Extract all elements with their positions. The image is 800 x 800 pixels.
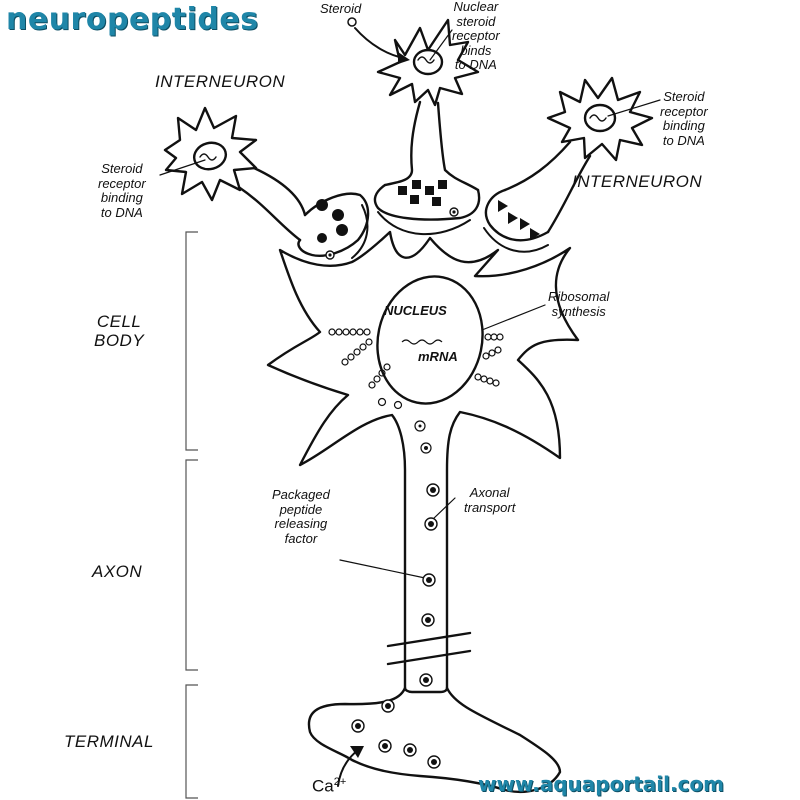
label-axonal-transport: Axonal transport [464,485,516,515]
cell-body-outline [266,230,580,694]
label-packaged-peptide: Packaged peptide releasing factor [272,487,330,546]
right-nucleus [583,103,617,133]
bracket-terminal [185,684,198,799]
right-interneuron-outline [546,76,654,162]
right-axon [503,140,592,234]
label-nuclear-receptor: Nuclear steroid receptor binds to DNA [452,0,500,73]
section-cell-body: CELL BODY [94,312,145,351]
top-synaptic-bouton [373,183,481,221]
top-axon [383,100,480,192]
top-interneuron-outline [376,18,480,107]
section-terminal: TERMINAL [64,732,154,751]
left-synaptic-bouton [297,192,370,257]
label-right-receptor: Steroid receptor binding to DNA [660,89,708,148]
bracket-cell-body [185,231,198,451]
label-left-receptor: Steroid receptor binding to DNA [98,161,146,220]
left-nucleus [192,141,228,171]
label-interneuron-right: INTERNEURON [572,172,703,191]
axon-break-top [386,631,472,648]
label-steroid: Steroid [320,1,362,16]
label-nucleus: NUCLEUS [384,303,447,318]
steroid-molecule [347,17,357,27]
label-calcium: Ca2+ [312,776,347,796]
nucleus-outline [376,275,484,405]
label-ribosomal-synthesis: Ribosomal synthesis [548,289,610,319]
label-interneuron-left: INTERNEURON [155,72,286,91]
left-axon [238,166,307,242]
mrna-squiggle [401,339,443,345]
label-mrna: mRNA [418,349,458,364]
section-axon: AXON [92,562,143,581]
bracket-axon [185,459,198,671]
website-watermark: www.aquaportail.com [478,772,725,796]
page-title: neuropeptides [6,2,259,37]
axon-break-bottom [386,649,472,666]
right-synaptic-bouton [484,188,550,242]
left-interneuron-outline [163,106,258,202]
top-nucleus [412,48,444,76]
